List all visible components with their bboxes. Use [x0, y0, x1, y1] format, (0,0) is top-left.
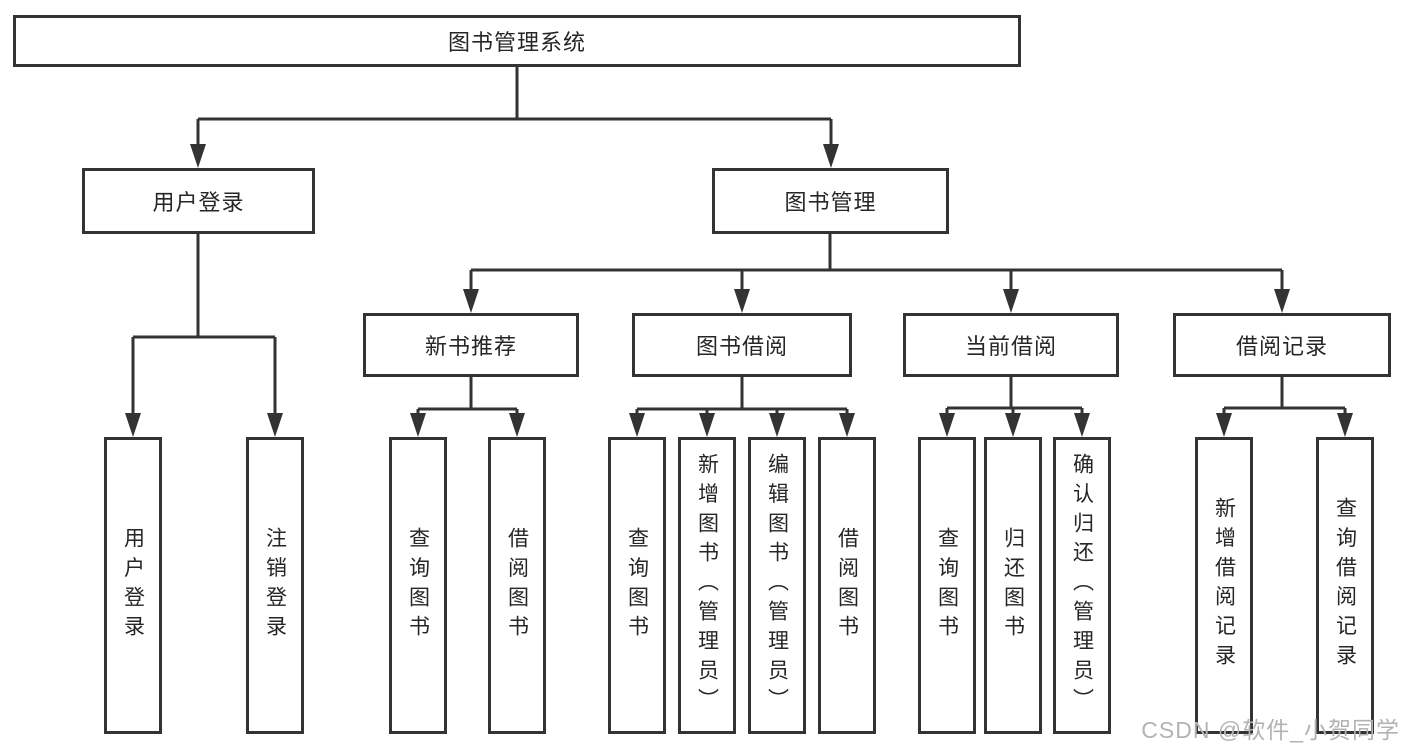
node-book-borrow: 图书借阅: [632, 313, 852, 377]
connector-newbooks-to-leaves: [410, 377, 525, 437]
node-book-management: 图书管理: [712, 168, 949, 234]
leaf-query-books-borrow: 查询图书: [608, 437, 666, 734]
connector-current-to-leaves: [939, 377, 1090, 437]
leaf-logout: 注销登录: [246, 437, 304, 734]
leaf-add-books-admin: 新增图书（管理员）: [678, 437, 736, 734]
leaf-edit-books-admin: 编辑图书（管理员）: [748, 437, 806, 734]
leaf-query-books-current: 查询图书: [918, 437, 976, 734]
leaf-query-books-recommend: 查询图书: [389, 437, 447, 734]
connector-root-to-level2: [190, 67, 839, 168]
leaf-borrow-books: 借阅图书: [818, 437, 876, 734]
node-root-system: 图书管理系统: [13, 15, 1021, 67]
leaf-query-borrow-record: 查询借阅记录: [1316, 437, 1374, 734]
connector-login-to-leaves: [125, 234, 283, 437]
csdn-watermark: CSDN @软件_小贺同学: [1141, 717, 1400, 743]
leaf-borrow-books-recommend: 借阅图书: [488, 437, 546, 734]
leaf-add-borrow-record: 新增借阅记录: [1195, 437, 1253, 734]
connector-management-to-level3: [463, 234, 1290, 313]
leaf-return-books: 归还图书: [984, 437, 1042, 734]
connector-records-to-leaves: [1216, 377, 1353, 437]
node-new-book-recommend: 新书推荐: [363, 313, 579, 377]
node-current-borrow: 当前借阅: [903, 313, 1119, 377]
node-user-login: 用户登录: [82, 168, 315, 234]
leaf-user-login: 用户登录: [104, 437, 162, 734]
connector-borrow-to-leaves: [629, 377, 855, 437]
leaf-confirm-return-admin: 确认归还（管理员）: [1053, 437, 1111, 734]
node-borrow-records: 借阅记录: [1173, 313, 1391, 377]
